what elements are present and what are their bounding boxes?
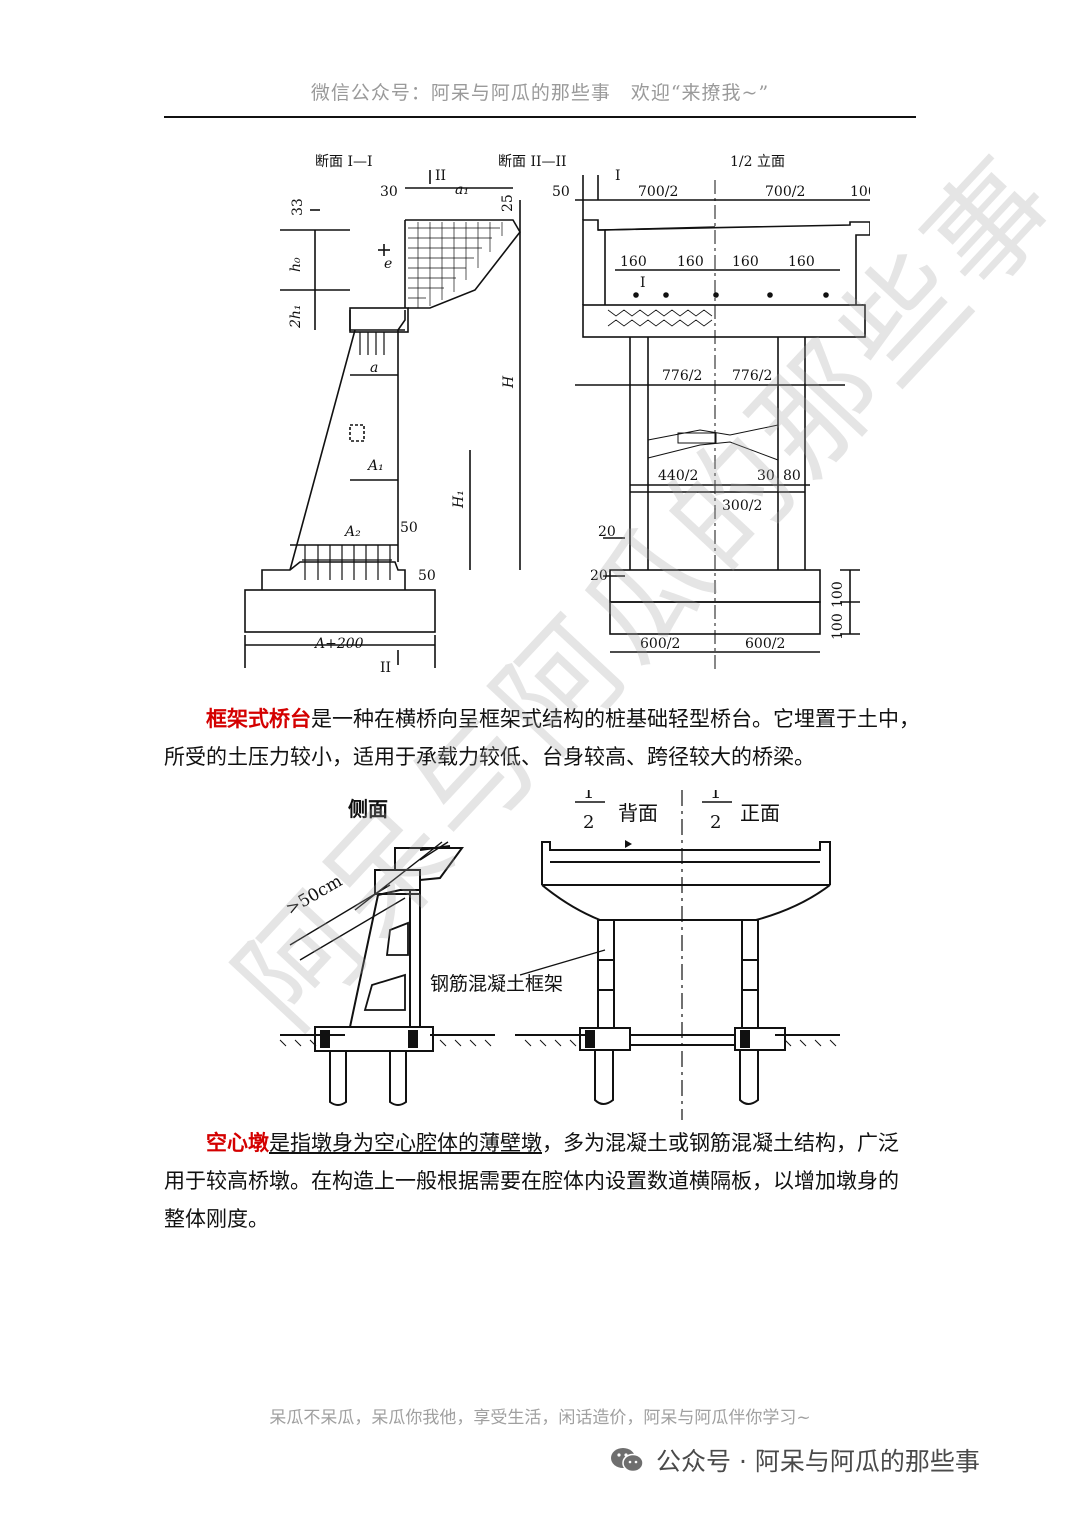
dim-600a: 600/2 [640,636,680,652]
half-den-2: 2 [710,812,721,833]
dim-100a: 100 [850,184,870,200]
mark-ii-top: II [435,168,446,184]
page-footer: 呆瓜不呆瓜，呆瓜你我他，享受生活，闲话造价，阿呆与阿瓜伴你学习~ [269,1408,811,1428]
section-label-3: 1/2 立面 [730,154,785,170]
abutment-drawing-svg: 断面 I—I 断面 II—II 1/2 立面 30 a₁ II 25 33 h₀… [244,154,877,676]
paragraph-frame-abutment-line-1: 框架式桥台是一种在横桥向呈框架式结构的桩基础轻型桥台。它埋置于土中， [164,700,924,738]
dim-A200: A+200 [313,636,364,652]
dim-30: 30 [380,184,398,200]
dim-a: a [370,360,378,376]
label-side: 侧面 [348,797,388,821]
dim-20b: 20 [590,568,608,584]
dim-h0: h₀ [288,257,304,272]
dim-160b: 160 [677,254,704,270]
dim-e: e [384,256,392,272]
wechat-account-bar: 公众号 · 阿呆与阿瓜的那些事 [610,1440,980,1480]
page-header: 微信公众号：阿呆与阿瓜的那些事 欢迎“来撩我~” [310,82,770,104]
dim-160d: 160 [788,254,815,270]
para2-line1-text: ，多为混凝土或钢筋混凝土结构，广泛 [542,1131,899,1155]
dim-80: 80 [783,468,801,484]
para1-line1-text: 是一种在横桥向呈框架式结构的桩基础轻型桥台。它埋置于土中， [311,707,920,731]
dim-440: 440/2 [658,468,698,484]
half-num-2: 1 [710,790,721,803]
dim-300: 300/2 [722,498,762,514]
dim-2h1: 2h₁ [288,304,304,329]
dim-776b: 776/2 [732,368,772,384]
wechat-icon [611,1448,644,1473]
dim-25: 25 [500,194,516,212]
dim-33: 33 [290,198,306,216]
dim-100c: 100 [830,613,846,640]
dim-776a: 776/2 [662,368,702,384]
dim-30b: 30 [757,468,775,484]
figure-frame-abutment: 侧面 1 2 背面 1 2 正面 >50cm 钢筋混凝土框架 [270,782,850,1120]
label-rc-frame: 钢筋混凝土框架 [430,973,563,995]
dim-50c: 50 [552,184,570,200]
section-label-1: 断面 I—I [315,154,373,170]
section-label-2: 断面 II—II [498,154,567,170]
dim-600b: 600/2 [745,636,785,652]
label-front: 正面 [740,801,780,825]
mark-i-top: I [615,168,621,184]
mark-ii-bottom: II [380,660,391,676]
half-num-1: 1 [583,790,594,803]
dim-700b: 700/2 [765,184,805,200]
dim-160a: 160 [620,254,647,270]
dim-A1: A₁ [366,458,384,474]
dim-H1: H₁ [451,490,467,509]
term-frame-abutment: 框架式桥台 [206,706,311,731]
figure-abutment-drawing: 断面 I—I 断面 II—II 1/2 立面 30 a₁ II 25 33 h₀… [230,140,877,680]
para1-line2-text: 所受的土压力较小，适用于承载力较低、台身较高、跨径较大的桥梁。 [164,745,815,769]
para2-underlined: 是指墩身为空心腔体的薄壁墩 [269,1131,542,1155]
para2-line2-text: 用于较高桥墩。在构造上一般根据需要在腔体内设置数道横隔板，以增加墩身的 [164,1169,899,1193]
frame-abutment-svg: 侧面 1 2 背面 1 2 正面 >50cm 钢筋混凝土框架 [279,782,840,1120]
dim-50a: 50 [400,520,418,536]
header-divider [164,116,916,118]
half-den-1: 2 [583,812,594,833]
paragraph-hollow-pier: 空心墩是指墩身为空心腔体的薄壁墩，多为混凝土或钢筋混凝土结构，广泛 用于较高桥墩… [164,1124,924,1238]
paragraph-frame-abutment: 框架式桥台是一种在横桥向呈框架式结构的桩基础轻型桥台。它埋置于土中， 所受的土压… [164,700,924,776]
term-hollow-pier: 空心墩 [206,1130,269,1155]
dim-100b: 100 [830,581,846,608]
dim-20a: 20 [598,524,616,540]
label-back: 背面 [618,801,658,825]
para2-line3-text: 整体刚度。 [164,1207,269,1231]
dim-160c: 160 [732,254,759,270]
dim-50cm: >50cm [283,871,346,919]
wechat-account-name: 公众号 · 阿呆与阿瓜的那些事 [656,1447,980,1476]
mark-i-mid: I [640,275,646,291]
dim-700a: 700/2 [638,184,678,200]
paragraph-hollow-pier-line-1: 空心墩是指墩身为空心腔体的薄壁墩，多为混凝土或钢筋混凝土结构，广泛 [164,1124,924,1162]
dim-A2: A₂ [343,524,361,540]
dim-50b: 50 [418,568,436,584]
dim-H: H [501,375,517,389]
dim-a1: a₁ [455,182,469,198]
